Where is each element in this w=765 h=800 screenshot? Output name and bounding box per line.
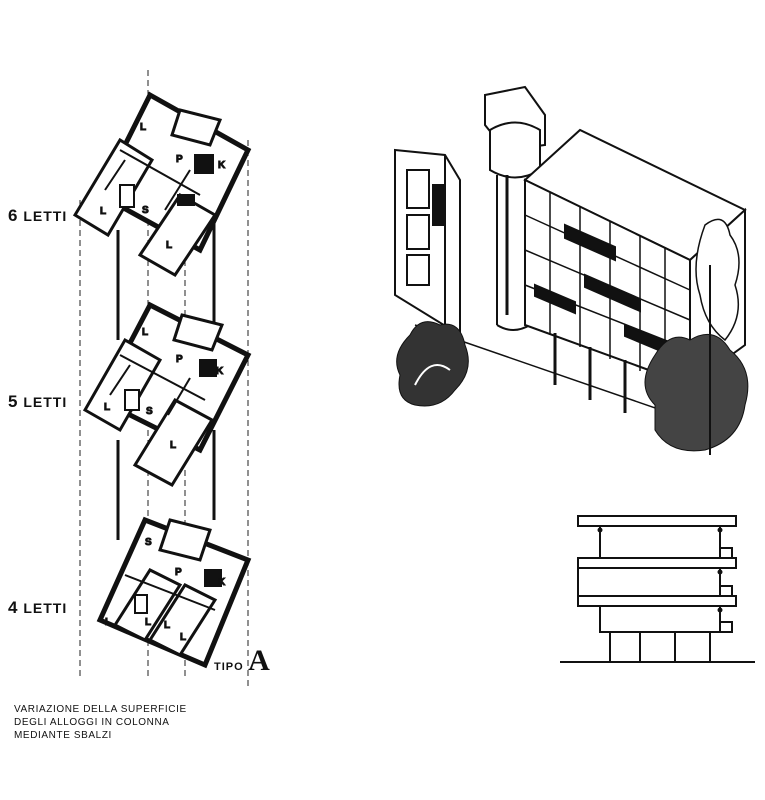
level-count: 4	[8, 598, 19, 617]
building-axonometric	[394, 85, 749, 455]
level-count: 6	[8, 206, 19, 225]
tree-left	[396, 321, 469, 407]
svg-text:P: P	[175, 567, 182, 578]
caption-line-3: MEDIANTE SBALZI	[14, 730, 112, 741]
caption: VARIAZIONE DELLA SUPERFICIE DEGLI ALLOGG…	[14, 703, 204, 742]
level-label-4: 4 LETTI	[8, 598, 67, 618]
svg-text:K: K	[218, 160, 226, 171]
svg-text:L: L	[104, 402, 110, 413]
plan-4-letti: S P K L L L L	[96, 516, 252, 669]
svg-text:L: L	[166, 240, 172, 251]
stacked-floor-plans: L P K L S L L P K L S L	[72, 70, 252, 690]
svg-text:L: L	[142, 327, 148, 338]
svg-text:L: L	[170, 440, 176, 451]
type-prefix: TIPO	[214, 661, 244, 673]
svg-text:K: K	[216, 366, 224, 377]
tree-right	[644, 218, 749, 455]
level-word: LETTI	[23, 600, 68, 616]
svg-text:L: L	[140, 122, 146, 133]
caption-line-1: VARIAZIONE DELLA SUPERFICIE	[14, 704, 187, 715]
type-letter: A	[248, 644, 270, 677]
svg-text:L: L	[145, 617, 151, 628]
type-label: TIPO A	[214, 644, 270, 678]
level-count: 5	[8, 392, 19, 411]
plan-6-letti: L P K L S L	[72, 91, 252, 277]
svg-text:P: P	[176, 154, 183, 165]
svg-text:S: S	[142, 205, 149, 216]
svg-text:S: S	[146, 406, 153, 417]
plan-5-letti: L P K L S L	[82, 301, 252, 487]
svg-text:L: L	[105, 617, 111, 628]
caption-line-2: DEGLI ALLOGGI IN COLONNA	[14, 717, 170, 728]
svg-text:S: S	[145, 537, 152, 548]
level-label-5: 5 LETTI	[8, 392, 67, 412]
level-label-6: 6 LETTI	[8, 206, 67, 226]
svg-text:P: P	[176, 354, 183, 365]
level-word: LETTI	[23, 208, 68, 224]
svg-text:L: L	[100, 206, 106, 217]
section-elevation	[560, 515, 755, 663]
svg-text:L: L	[164, 620, 170, 631]
svg-text:K: K	[218, 577, 226, 588]
level-word: LETTI	[23, 394, 68, 410]
svg-text:L: L	[180, 632, 186, 643]
